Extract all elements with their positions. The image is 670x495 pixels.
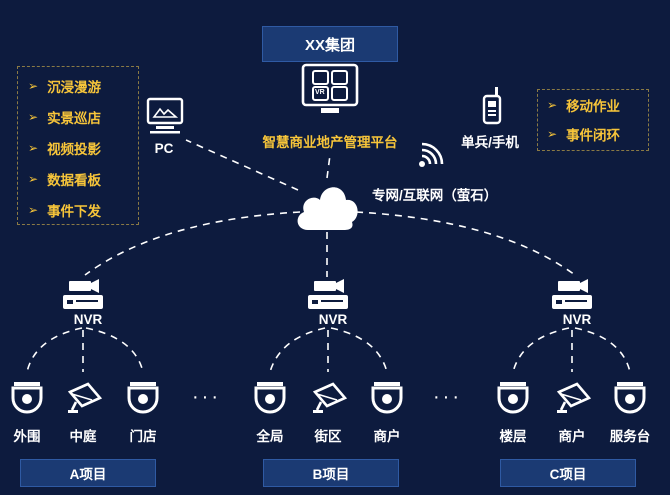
left-feature-5: ➢ 事件下发 xyxy=(28,194,138,225)
arrow-bullet-icon: ➢ xyxy=(547,126,558,141)
ellipsis-left: ··· xyxy=(192,386,221,408)
arrow-bullet-icon: ➢ xyxy=(28,202,39,217)
camera-label: 服务台 xyxy=(609,429,651,444)
feature-text: 数据看板 xyxy=(47,172,102,188)
project-box: C项目 xyxy=(500,459,636,487)
bullet-camera-icon xyxy=(555,380,592,421)
platform-label: 智慧商业地产管理平台 xyxy=(262,135,398,150)
camera-label: 街区 xyxy=(314,429,342,444)
right-feature-box: ➢ 移动作业 ➢ 事件闭环 xyxy=(537,89,649,151)
project-box: A项目 xyxy=(20,459,156,487)
dome-camera-icon xyxy=(10,380,44,421)
bullet-camera-icon xyxy=(311,380,348,421)
camera-label: 楼层 xyxy=(499,429,527,444)
right-feature-1: ➢ 移动作业 xyxy=(547,90,648,119)
camera-label: 门店 xyxy=(129,429,157,444)
dome-camera-icon xyxy=(253,380,287,421)
camera-label: 商户 xyxy=(373,429,401,444)
left-feature-list: ➢ 沉浸漫游 ➢ 实景巡店 ➢ 视频投影 ➢ 数据看板 ➢ 事件下发 xyxy=(18,67,138,225)
nvr-icon xyxy=(306,279,350,318)
arrow-bullet-icon: ➢ xyxy=(28,171,39,186)
link-b-3 xyxy=(330,327,388,373)
platform-screen-text: VR xyxy=(315,89,325,96)
dome-camera-icon xyxy=(126,380,160,421)
right-feature-2: ➢ 事件闭环 xyxy=(547,119,648,148)
walkie-talkie-icon xyxy=(482,87,502,125)
feature-text: 事件下发 xyxy=(47,203,102,219)
nvr-label: NVR xyxy=(562,312,592,327)
link-b-1 xyxy=(269,327,326,373)
link-nvr-c xyxy=(355,211,576,276)
dome-camera-icon xyxy=(613,380,647,421)
arrow-bullet-icon: ➢ xyxy=(28,78,39,93)
arrow-bullet-icon: ➢ xyxy=(28,109,39,124)
left-feature-1: ➢ 沉浸漫游 xyxy=(28,70,138,101)
platform-monitor-icon xyxy=(301,63,359,113)
ellipsis-right: ··· xyxy=(433,386,462,408)
link-a-1 xyxy=(26,327,83,373)
dome-camera-icon xyxy=(496,380,530,421)
link-c-3 xyxy=(574,327,631,373)
feature-text: 实景巡店 xyxy=(47,110,102,126)
camera-label: 外围 xyxy=(13,429,41,444)
left-feature-4: ➢ 数据看板 xyxy=(28,163,138,194)
camera-label: 商户 xyxy=(558,429,586,444)
camera-label: 全局 xyxy=(256,429,284,444)
wireless-signal-icon xyxy=(419,142,444,167)
link-c-1 xyxy=(512,327,570,373)
project-box: B项目 xyxy=(263,459,399,487)
camera-label: 中庭 xyxy=(69,429,97,444)
mobile-label: 单兵/手机 xyxy=(461,135,519,150)
right-feature-list: ➢ 移动作业 ➢ 事件闭环 xyxy=(538,90,648,148)
feature-text: 移动作业 xyxy=(566,98,621,114)
feature-text: 事件闭环 xyxy=(566,127,621,143)
group-title: XX集团 xyxy=(262,26,398,62)
nvr-label: NVR xyxy=(318,312,348,327)
dome-camera-icon xyxy=(370,380,404,421)
nvr-icon xyxy=(550,279,594,318)
arrow-bullet-icon: ➢ xyxy=(28,140,39,155)
left-feature-3: ➢ 视频投影 xyxy=(28,132,138,163)
left-feature-2: ➢ 实景巡店 xyxy=(28,101,138,132)
left-feature-box: ➢ 沉浸漫游 ➢ 实景巡店 ➢ 视频投影 ➢ 数据看板 ➢ 事件下发 xyxy=(17,66,139,225)
feature-text: 沉浸漫游 xyxy=(47,79,102,95)
pc-monitor-icon xyxy=(146,97,184,134)
nvr-label: NVR xyxy=(73,312,103,327)
feature-text: 视频投影 xyxy=(47,141,102,157)
nvr-icon xyxy=(61,279,105,318)
network-label: 专网/互联网（萤石） xyxy=(372,188,498,203)
cloud-icon xyxy=(297,187,358,230)
bullet-camera-icon xyxy=(66,380,103,421)
link-a-3 xyxy=(85,327,144,373)
link-platform xyxy=(326,154,331,179)
arrow-bullet-icon: ➢ xyxy=(547,97,558,112)
pc-label: PC xyxy=(154,141,174,156)
